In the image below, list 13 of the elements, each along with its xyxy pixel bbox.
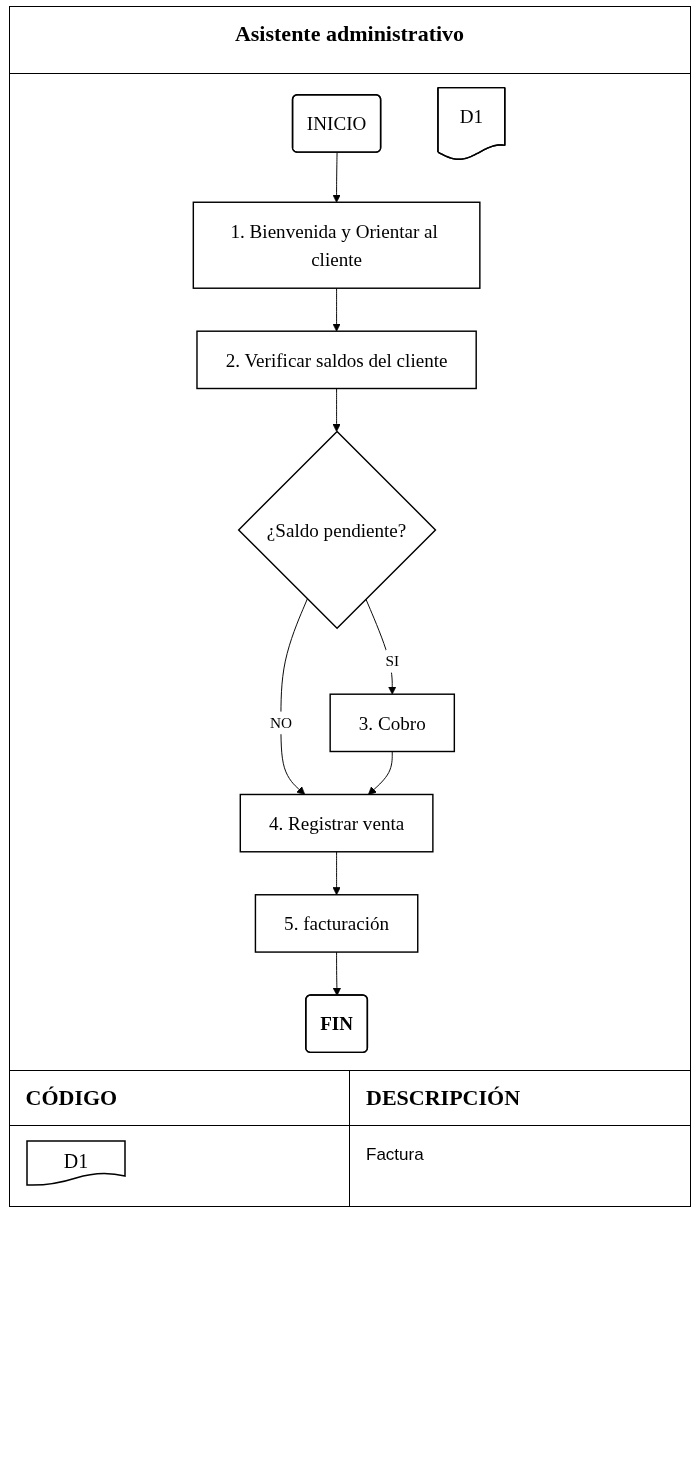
node-box: 1. Bienvenida y Orientar al cliente	[193, 201, 481, 289]
node-diamond: ¿Saldo pendiente?	[238, 430, 437, 630]
document-symbol: D1	[25, 1140, 126, 1186]
node-box: 2. Verificar saldos del cliente	[196, 330, 478, 390]
table-title: Asistente administrativo	[9, 7, 690, 74]
node-box: 5. facturación	[255, 894, 419, 953]
edge-label: SI	[385, 652, 400, 669]
node-box: 4. Registrar venta	[240, 793, 435, 853]
column-header: DESCRIPCIÓN	[366, 1085, 521, 1110]
table-cell-text: Factura	[366, 1145, 424, 1164]
edge-label: NO	[270, 714, 293, 731]
column-header: CÓDIGO	[25, 1085, 118, 1110]
node-box: 3. Cobro	[329, 693, 456, 753]
